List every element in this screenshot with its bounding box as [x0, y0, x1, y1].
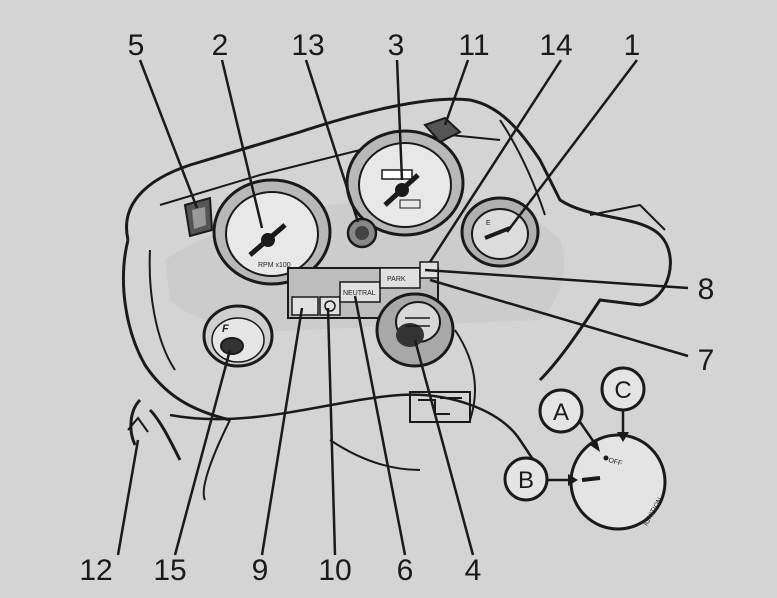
tachometer-gauge: RPM x100	[212, 178, 332, 286]
park-label: PARK	[387, 276, 406, 283]
leader-8	[424, 268, 689, 290]
leader-1	[506, 59, 638, 233]
choke-knob: F	[202, 304, 274, 368]
svg-text:F: F	[222, 323, 229, 335]
position-a-marker: A	[538, 388, 600, 452]
leader-10	[326, 307, 337, 556]
lamp-10	[319, 296, 341, 316]
callout-2: 2	[212, 29, 229, 62]
leader-12	[116, 439, 140, 556]
leader-14	[428, 59, 563, 263]
dashboard-housing	[122, 97, 672, 501]
odometer-window	[381, 169, 413, 180]
tachometer-label: RPM x100	[258, 262, 291, 269]
callout-3: 3	[388, 29, 405, 62]
neutral-label: NEUTRAL	[343, 290, 376, 297]
callout-6: 6	[397, 554, 414, 587]
lamp-9	[291, 296, 319, 316]
leader-7	[429, 278, 689, 358]
lower-panel-detail	[409, 391, 471, 423]
leader-2	[220, 59, 264, 229]
callout-11: 11	[458, 29, 489, 62]
callout-10: 10	[318, 554, 351, 587]
position-b-marker: B	[503, 456, 578, 502]
svg-text:E: E	[486, 220, 491, 227]
left-indicator-lamp	[183, 196, 214, 238]
ignition-switch	[375, 292, 455, 368]
leader-11	[443, 59, 470, 126]
callout-8: 8	[698, 273, 715, 306]
leader-3	[395, 59, 404, 181]
dial-off-label: OFF	[607, 457, 622, 467]
callout-12: 12	[79, 554, 112, 587]
leader-lines	[116, 59, 689, 556]
callout-1: 1	[624, 29, 641, 62]
cable	[127, 398, 182, 461]
callout-14: 14	[539, 29, 572, 62]
warning-lamp-13	[346, 217, 378, 249]
svg-text:B: B	[518, 467, 534, 494]
callout-9: 9	[252, 554, 269, 587]
leader-6	[353, 295, 407, 556]
svg-text:A: A	[553, 399, 569, 426]
callout-13: 13	[291, 29, 324, 62]
dial-pointer	[581, 476, 601, 482]
leader-13	[304, 59, 360, 223]
ignition-dial-inset: OFF IGNITION	[569, 433, 667, 531]
callout-15: 15	[153, 554, 186, 587]
svg-text:C: C	[614, 377, 631, 404]
speedometer-gauge	[345, 129, 465, 237]
leader-15	[173, 349, 232, 556]
fuel-gauge: E	[460, 196, 540, 268]
neutral-lamp	[339, 281, 381, 303]
callout-5: 5	[128, 29, 145, 62]
position-c-marker: C	[600, 366, 646, 442]
leader-5	[138, 59, 199, 209]
right-indicator-lamp	[423, 116, 462, 144]
leader-9	[260, 307, 304, 556]
callout-7: 7	[698, 344, 715, 377]
callout-numbers: 5 2 13 3 11 14 1 8 7 12 15 9 10 6 4	[79, 29, 714, 587]
leader-4	[413, 339, 475, 556]
callout-4: 4	[465, 554, 482, 587]
